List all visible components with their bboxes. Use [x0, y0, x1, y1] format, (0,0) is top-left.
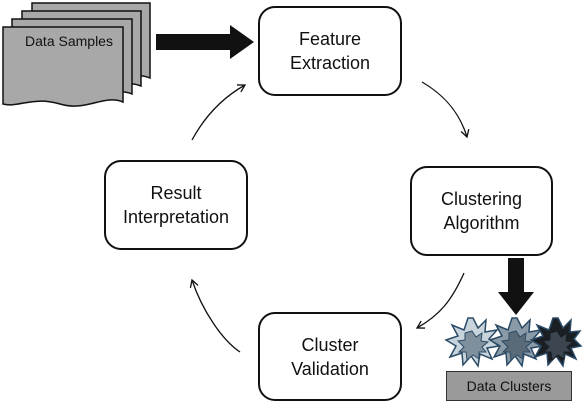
feature-extraction-node: Feature Extraction — [258, 6, 402, 96]
arrow-result-to-feature-icon — [191, 84, 247, 141]
cluster-burst-icon — [488, 317, 545, 368]
node-label-line: Extraction — [289, 53, 371, 73]
node-label-line: Algorithm — [443, 213, 520, 233]
data-samples-label: Data Samples — [25, 33, 113, 49]
cluster-burst-icon — [444, 317, 501, 368]
node-label-line: Feature — [298, 29, 362, 49]
cluster-validation-node: Cluster Validation — [258, 312, 402, 401]
node-label-line: Cluster — [301, 334, 359, 355]
clustering-algorithm-node: Clustering Algorithm — [410, 166, 553, 256]
data-clusters-label: Data Clusters — [446, 371, 572, 401]
arrow-clustering-to-validation-icon — [415, 272, 465, 329]
node-label-line: Result — [150, 183, 202, 203]
node-label-line: Validation — [291, 358, 369, 379]
output-arrow-icon — [498, 258, 534, 315]
node-label-line: Interpretation — [122, 207, 230, 227]
document-stack-icon — [2, 2, 151, 107]
node-label-line: Clustering — [440, 189, 523, 209]
cluster-burst-icon — [529, 317, 583, 368]
input-arrow-icon — [156, 25, 254, 59]
arrow-feature-to-clustering-icon — [421, 81, 470, 139]
arrow-validation-to-result-icon — [189, 278, 241, 353]
result-interpretation-node: Result Interpretation — [104, 160, 248, 250]
